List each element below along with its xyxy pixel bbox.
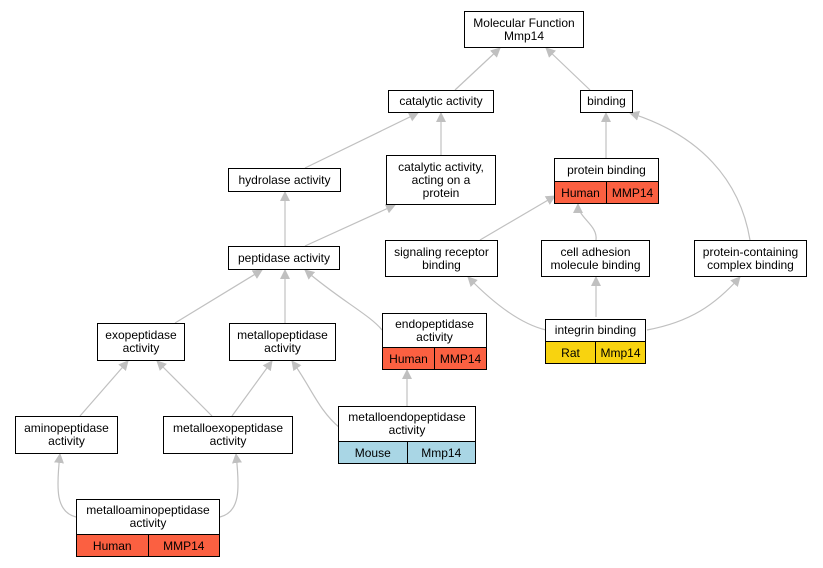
node-title: endopeptidase activity [395, 316, 474, 344]
node-title: metalloendopeptidase activity [348, 410, 466, 437]
edge-signaling-to-proteinbinding [479, 195, 556, 241]
annotation-species: Mouse [354, 445, 391, 460]
node-title: metalloexopeptidase activity [172, 421, 284, 448]
edge-celladhesion-to-proteinbinding [573, 203, 597, 241]
edge-catalytic-to-mf [454, 47, 501, 91]
annotation-gene: Mmp14 [406, 442, 476, 463]
edge-metalloamino-to-metalloexo [219, 453, 242, 518]
node-title: cell adhesion molecule binding [550, 244, 641, 272]
edge-peptidase-to-catprotein [304, 204, 396, 247]
node-metallopeptidase-activity[interactable]: metallopeptidase activity [229, 323, 336, 361]
node-protein-binding[interactable]: protein binding Human MMP14 [554, 158, 659, 204]
node-aminopeptidase-activity[interactable]: aminopeptidase activity [15, 416, 118, 454]
edge-binding-to-mf [545, 47, 591, 91]
node-molecular-function[interactable]: Molecular Function Mmp14 [464, 11, 584, 48]
node-catalytic-activity[interactable]: catalytic activity [388, 90, 494, 113]
node-title: hydrolase activity [238, 172, 331, 187]
annotation-gene: MMP14 [434, 348, 486, 369]
edge-metalloendo-to-metallo [291, 360, 341, 429]
node-binding[interactable]: binding [580, 90, 633, 113]
node-endopeptidase-activity[interactable]: endopeptidase activity Human MMP14 [382, 313, 487, 370]
annotation-species: Human [92, 538, 132, 553]
node-signaling-receptor-binding[interactable]: signaling receptor binding [385, 240, 498, 277]
node-metalloendopeptidase-activity[interactable]: metalloendopeptidase activity Mouse Mmp1… [338, 406, 476, 464]
node-metalloexopeptidase-activity[interactable]: metalloexopeptidase activity [163, 416, 293, 454]
node-title: aminopeptidase activity [24, 421, 109, 448]
node-integrin-binding[interactable]: integrin binding Rat Mmp14 [545, 319, 646, 364]
node-title: metalloaminopeptidase activity [86, 503, 210, 530]
node-title: catalytic activity [399, 94, 483, 108]
edge-complex-to-binding [629, 110, 751, 241]
edge-endo-to-peptidase [304, 269, 383, 331]
node-cell-adhesion-molecule-binding[interactable]: cell adhesion molecule binding [541, 240, 650, 277]
node-title: binding [587, 94, 626, 108]
node-title: Molecular Function Mmp14 [473, 15, 575, 43]
annotation-row: Rat Mmp14 [546, 341, 645, 363]
node-protein-containing-complex-binding[interactable]: protein-containing complex binding [694, 240, 807, 277]
edge-metalloexo-to-metallo [231, 360, 273, 417]
node-metalloaminopeptidase-activity[interactable]: metalloaminopeptidase activity Human MMP… [76, 499, 220, 557]
node-title: catalytic activity, acting on a protein [398, 159, 484, 200]
annotation-species: Human [561, 185, 600, 200]
node-title: signaling receptor binding [394, 244, 489, 272]
node-peptidase-activity[interactable]: peptidase activity [228, 246, 340, 270]
node-catalytic-activity-on-protein[interactable]: catalytic activity, acting on a protein [386, 155, 496, 205]
node-title: protein-containing complex binding [702, 244, 799, 272]
node-title: metallopeptidase activity [237, 328, 328, 355]
edge-exo-to-peptidase [174, 269, 263, 324]
edge-amino-to-exo [79, 360, 129, 417]
edge-metalloamino-to-amino [54, 453, 77, 518]
annotation-row: Human MMP14 [77, 534, 219, 556]
annotation-row: Mouse Mmp14 [339, 441, 475, 463]
annotation-gene: Mmp14 [595, 342, 645, 363]
annotation-species: Rat [561, 345, 580, 360]
edge-hydrolase-to-catalytic [304, 112, 419, 169]
node-title: integrin binding [554, 323, 637, 337]
node-exopeptidase-activity[interactable]: exopeptidase activity [97, 323, 185, 361]
edge-integrin-to-complex [646, 276, 741, 331]
node-title: peptidase activity [237, 250, 331, 265]
annotation-gene: MMP14 [606, 182, 658, 203]
edge-metalloexo-to-exo [156, 360, 213, 417]
node-title: protein binding [567, 162, 646, 177]
node-title: exopeptidase activity [105, 328, 177, 355]
node-hydrolase-activity[interactable]: hydrolase activity [228, 168, 341, 192]
annotation-row: Human MMP14 [383, 347, 486, 369]
annotation-gene: MMP14 [147, 535, 220, 556]
edge-integrin-to-signaling [467, 276, 547, 331]
annotation-row: Human MMP14 [555, 181, 658, 203]
annotation-species: Human [389, 351, 428, 366]
